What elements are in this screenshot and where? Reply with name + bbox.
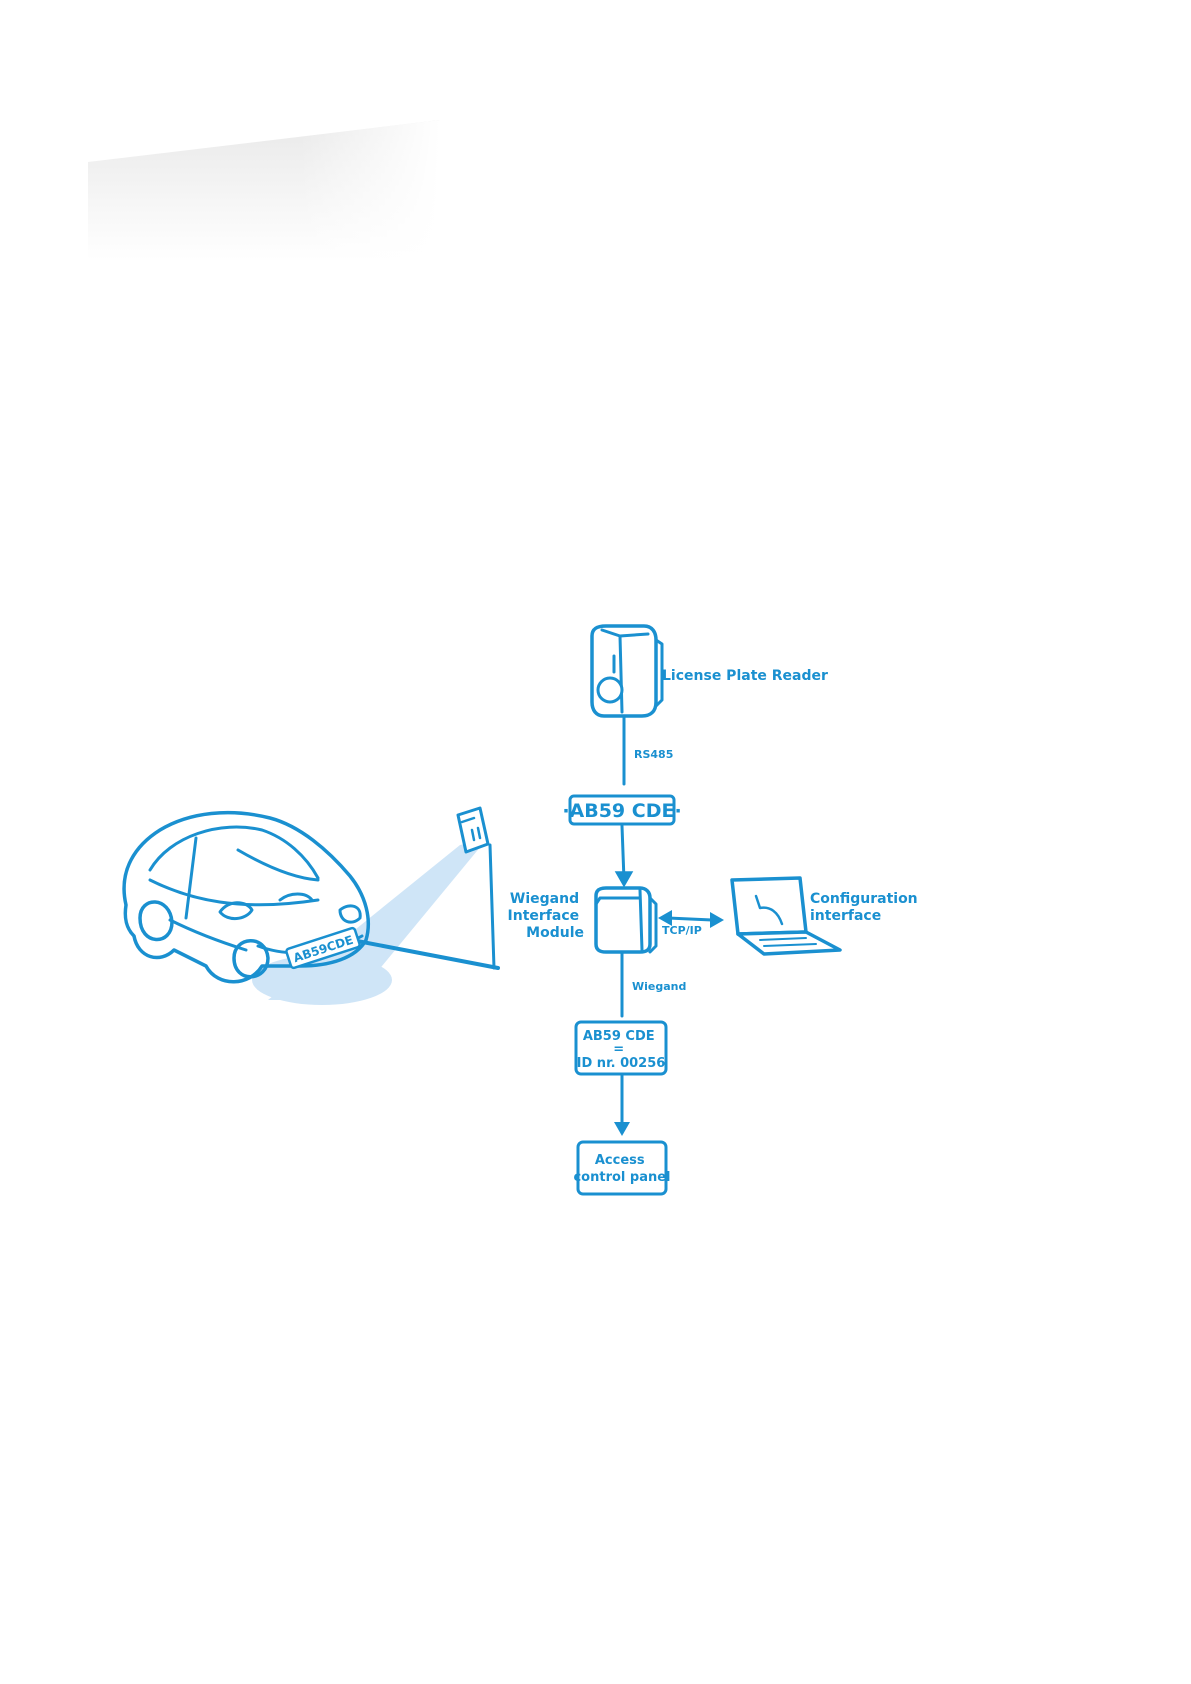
module-label: Wiegand Interface Module xyxy=(508,891,584,941)
wiegand-label: Wiegand xyxy=(632,980,686,993)
rs485-label: RS485 xyxy=(634,748,673,761)
reader-label: License Plate Reader xyxy=(662,668,828,684)
camera-pole xyxy=(490,845,494,968)
beam-spot xyxy=(252,955,392,1005)
plate-node: ·AB59 CDE· xyxy=(562,796,681,824)
access-panel-node: Access control panel xyxy=(573,1142,670,1194)
arrow-plate-module xyxy=(616,826,632,886)
wiegand-module-icon xyxy=(596,888,656,952)
plate-label: ·AB59 CDE· xyxy=(562,800,681,822)
license-plate-reader-icon xyxy=(592,626,662,716)
config-label: Configuration interface xyxy=(810,891,923,924)
car-scene: AB59CDE xyxy=(124,808,498,1005)
id-node: AB59 CDE = ID nr. 00256 xyxy=(576,1022,666,1074)
tcpip-label: TCP/IP xyxy=(662,924,702,937)
arrow-id-panel xyxy=(614,1076,630,1136)
